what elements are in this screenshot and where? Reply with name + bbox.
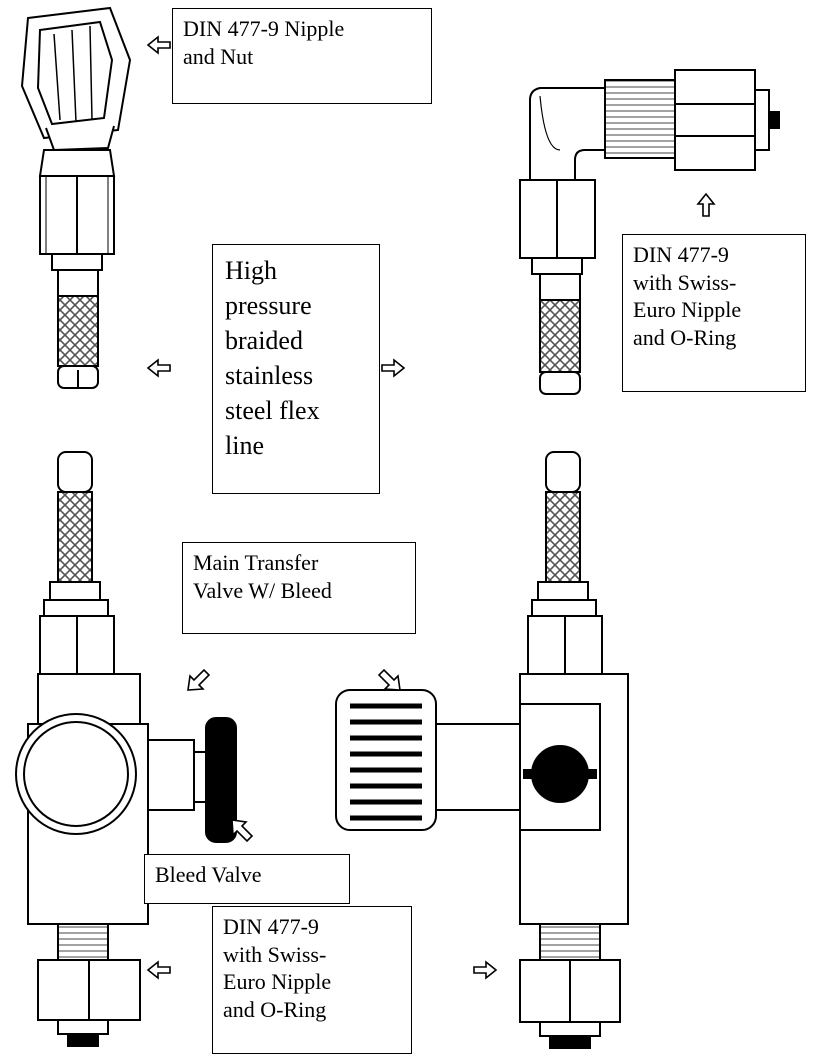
label-main-transfer-valve: Main Transfer Valve W/ Bleed — [182, 542, 416, 634]
arrow-right-icon — [381, 358, 406, 378]
arrow-left-icon — [146, 960, 171, 980]
braided-hose — [57, 491, 93, 583]
arrow-left-icon — [146, 35, 171, 55]
arrow-up-icon — [696, 192, 716, 217]
braided-hose — [545, 491, 581, 583]
arrow-down-right-icon — [377, 668, 401, 691]
braided-hose — [57, 295, 99, 367]
valve-handle — [335, 689, 437, 831]
label-din-nipple-nut: DIN 477-9 Nipple and Nut — [172, 8, 432, 104]
top-left-fitting — [20, 6, 132, 389]
arrow-left-icon — [146, 358, 171, 378]
label-bleed-valve: Bleed Valve — [144, 854, 350, 904]
bottom-right-valve — [335, 451, 629, 1049]
knurled-collar — [604, 79, 676, 159]
label-flex-line: High pressure braided stainless steel fl… — [212, 244, 380, 494]
braided-hose — [539, 299, 581, 373]
arrow-up-left-icon — [231, 819, 254, 843]
label-swiss-euro-bottom: DIN 477-9 with Swiss- Euro Nipple and O-… — [212, 906, 412, 1054]
bottom-left-valve — [15, 451, 237, 1047]
arrow-right-icon — [473, 960, 498, 980]
elbow — [529, 87, 606, 181]
label-swiss-euro-top: DIN 477-9 with Swiss- Euro Nipple and O-… — [622, 234, 806, 392]
arrow-down-left-icon — [187, 668, 211, 691]
top-right-fitting — [519, 69, 780, 395]
bleed-knob — [205, 717, 237, 843]
